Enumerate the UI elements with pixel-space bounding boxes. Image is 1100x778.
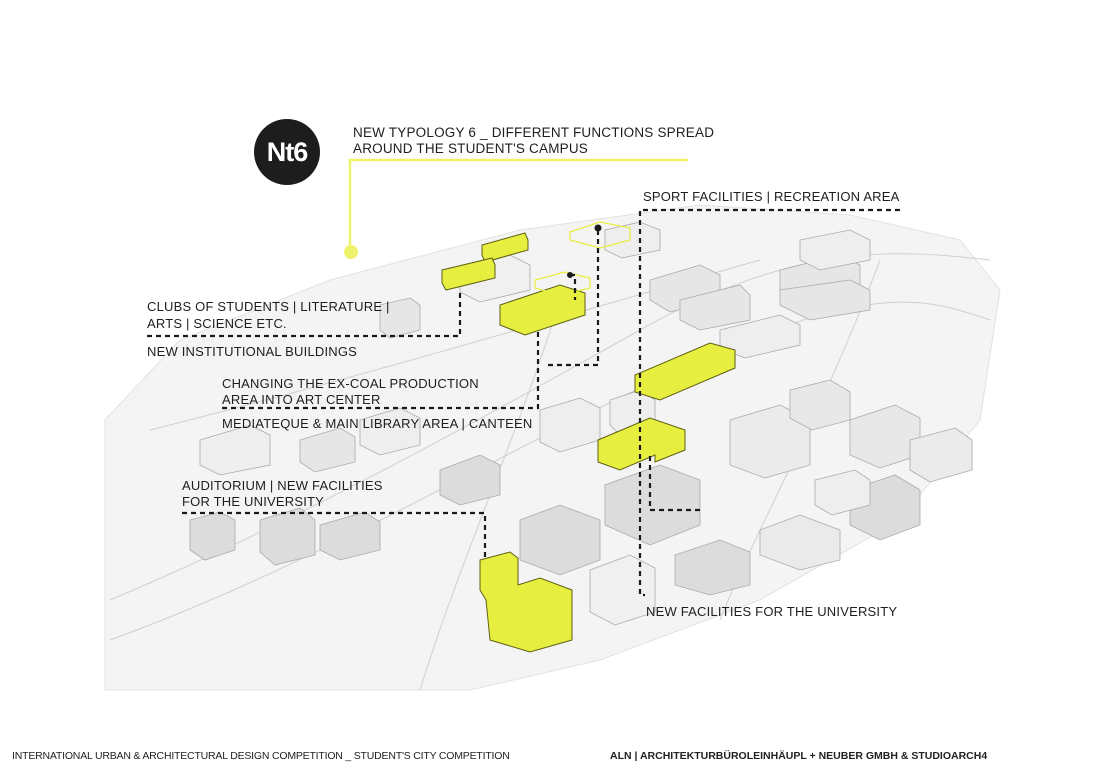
label-coal-1: CHANGING THE EX-COAL PRODUCTION [222,376,479,391]
label-mediateque: MEDIATEQUE & MAIN LIBRARY AREA | CANTEEN [222,416,533,431]
title-line-2: AROUND THE STUDENT'S CAMPUS [353,141,588,156]
label-sport: SPORT FACILITIES | RECREATION AREA [643,189,900,204]
footer-authors: ALN | ARCHITEKTURBÜROLEINHÄUPL + NEUBER … [610,750,988,762]
existing-buildings [189,221,973,626]
outlined-buildings [534,221,631,296]
label-institutional: NEW INSTITUTIONAL BUILDINGS [147,344,358,359]
highlighted-buildings [441,232,736,653]
typology-badge: Nt6 [254,119,320,185]
label-auditorium-1: AUDITORIUM | NEW FACILITIES [182,478,383,493]
label-new-facilities: NEW FACILITIES FOR THE UNIVERSITY [646,604,898,619]
label-auditorium-2: FOR THE UNIVERSITY [182,494,325,509]
label-clubs-2: ARTS | SCIENCE ETC. [147,316,287,331]
dashed-leaders [147,208,900,597]
title-leader-line [348,158,688,250]
label-clubs-1: CLUBS OF STUDENTS | LITERATURE | [147,299,390,314]
label-coal-2: AREA INTO ART CENTER [222,392,381,407]
leader-dot [344,245,358,259]
footer-competition: INTERNATIONAL URBAN & ARCHITECTURAL DESI… [12,750,510,762]
title-line-1: NEW TYPOLOGY 6 _ DIFFERENT FUNCTIONS SPR… [353,125,715,140]
